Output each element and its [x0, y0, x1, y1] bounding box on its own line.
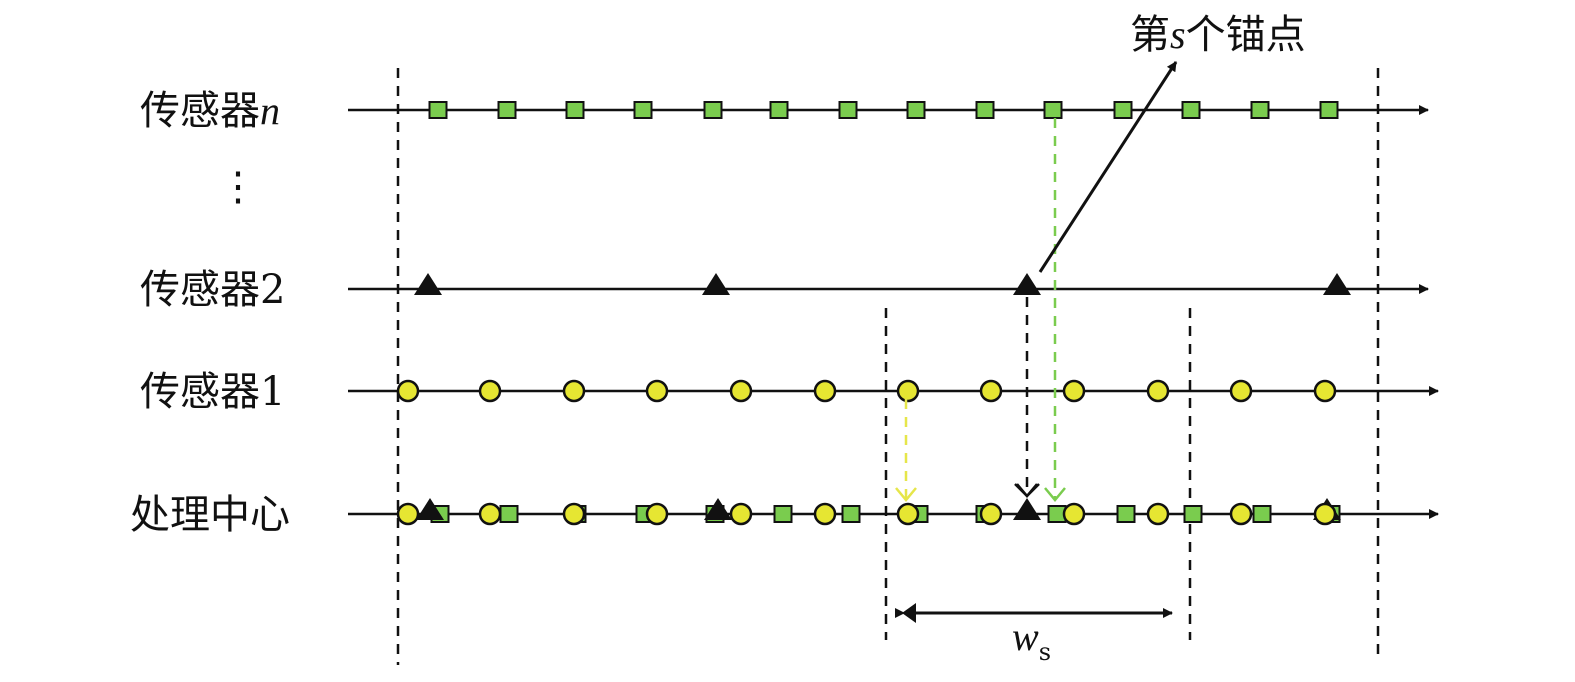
circle-marker [979, 379, 1003, 403]
circle-marker [645, 502, 669, 526]
square-marker [633, 101, 653, 119]
square-marker [1183, 505, 1203, 523]
ellipsis: ⋮ [218, 164, 258, 210]
square-marker [1181, 101, 1201, 119]
square-marker [841, 505, 861, 523]
triangle-marker [1013, 498, 1041, 520]
circle-marker [562, 502, 586, 526]
processing-center-label: 处理中心 [130, 492, 290, 538]
sensor-1-label: 传感器1 [140, 369, 285, 415]
anchor-pointer-arrow [1038, 61, 1178, 273]
circle-marker [1146, 379, 1170, 403]
yellow-transfer-arrow-head [895, 487, 917, 502]
circle-marker [813, 379, 837, 403]
square-marker [769, 101, 789, 119]
square-marker [499, 505, 519, 523]
sensor-n-label: 传感器n [140, 88, 280, 134]
square-marker [1250, 101, 1270, 119]
circle-marker [645, 379, 669, 403]
circle-marker [729, 379, 753, 403]
window-width-arrow-left-head [902, 603, 916, 623]
triangle-marker [414, 273, 442, 295]
triangle-marker [1323, 273, 1351, 295]
circle-marker [1062, 379, 1086, 403]
circle-marker [813, 502, 837, 526]
circle-marker [1229, 379, 1253, 403]
circle-marker [896, 379, 920, 403]
square-marker [773, 505, 793, 523]
circle-marker [478, 379, 502, 403]
triangle-marker [416, 498, 444, 520]
circle-marker [562, 379, 586, 403]
circle-marker [1313, 502, 1337, 526]
circle-marker [1062, 502, 1086, 526]
square-marker [1113, 101, 1133, 119]
square-marker [1116, 505, 1136, 523]
window-label: ws [1012, 614, 1051, 666]
square-marker [1043, 101, 1063, 119]
square-marker [1319, 101, 1339, 119]
anchor-label: 第s个锚点 [1130, 12, 1306, 58]
triangle-marker [702, 273, 730, 295]
green-transfer-arrow-head [1044, 487, 1066, 502]
triangle-marker [1013, 273, 1041, 295]
circle-marker [1229, 502, 1253, 526]
circle-marker [729, 502, 753, 526]
square-marker [906, 101, 926, 119]
square-marker [497, 101, 517, 119]
square-marker [703, 101, 723, 119]
sensor-2-label: 传感器2 [140, 267, 285, 313]
square-marker [1252, 505, 1272, 523]
circle-marker [896, 502, 920, 526]
circle-marker [1313, 379, 1337, 403]
black-transfer-arrow-head [1014, 483, 1040, 498]
circle-marker [396, 379, 420, 403]
circle-marker [396, 502, 420, 526]
square-marker [428, 101, 448, 119]
square-marker [565, 101, 585, 119]
circle-marker [979, 502, 1003, 526]
square-marker [975, 101, 995, 119]
circle-marker [1146, 502, 1170, 526]
circle-marker [478, 502, 502, 526]
triangle-marker [704, 498, 732, 520]
square-marker [838, 101, 858, 119]
